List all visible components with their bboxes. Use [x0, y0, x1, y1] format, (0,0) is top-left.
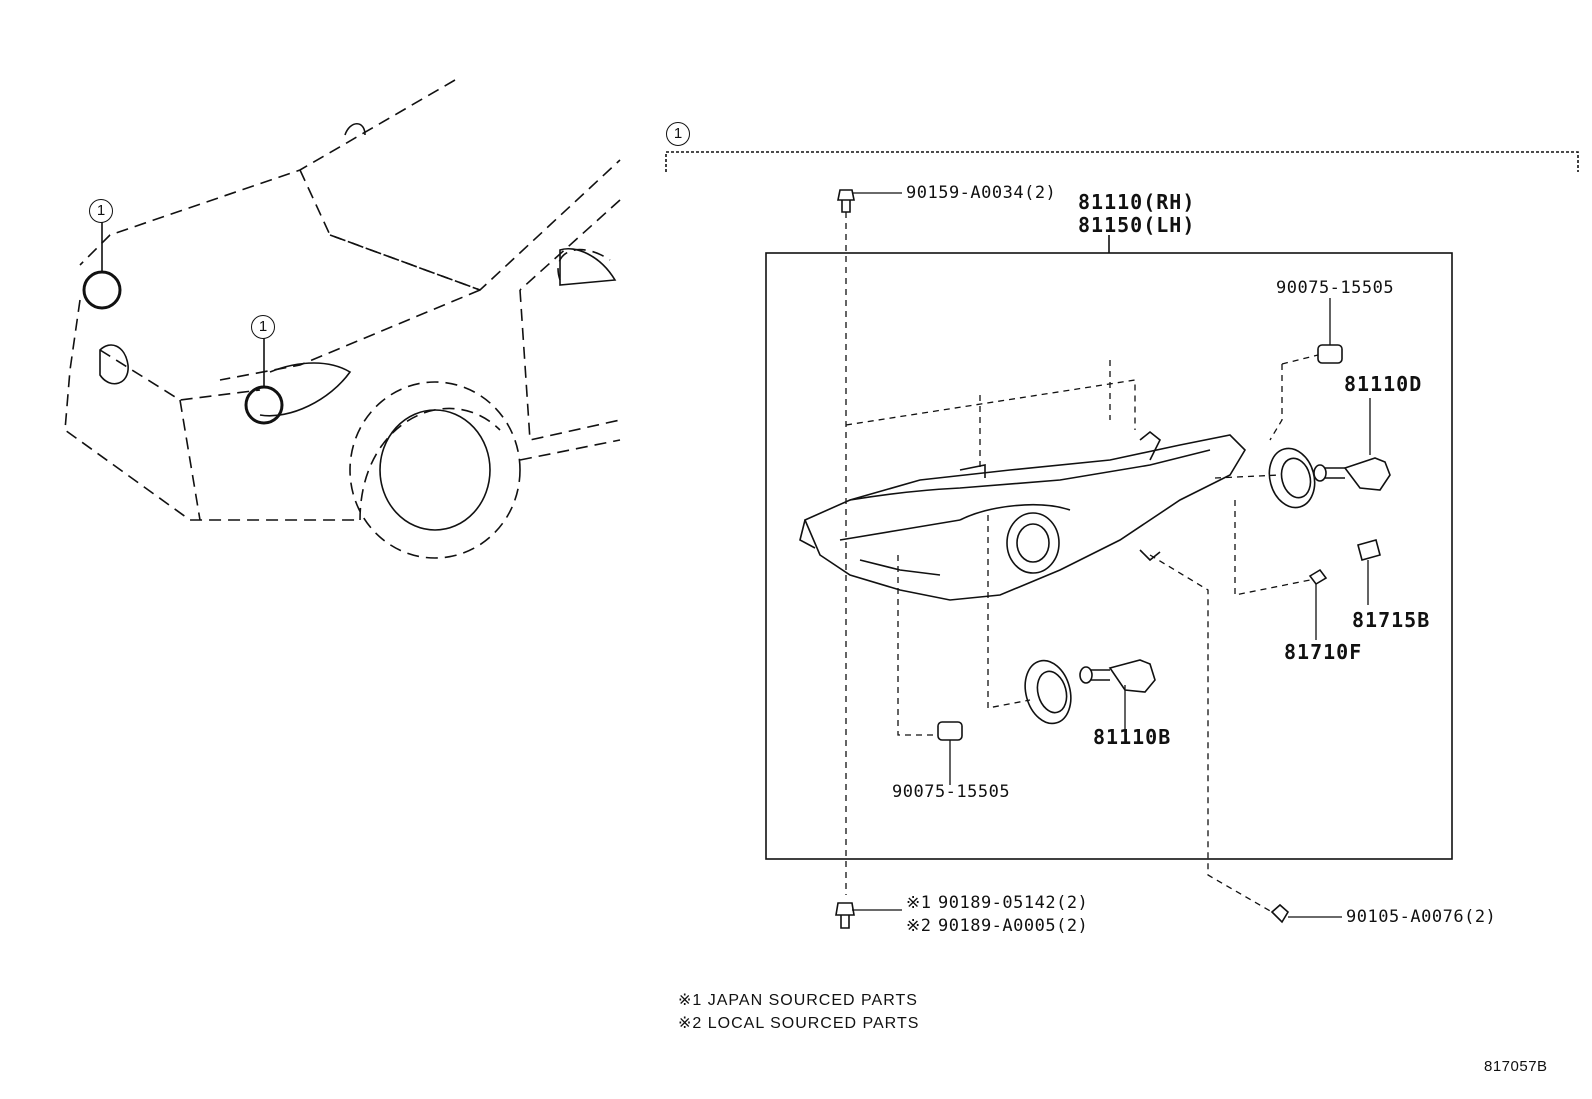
label-screw-bottom-2: 90189-A0005(2)	[938, 916, 1089, 936]
label-screw-bottom-1: 90189-05142(2)	[938, 893, 1089, 913]
note-japan-sourced: ※1 JAPAN SOURCED PARTS	[678, 992, 918, 1009]
label-screw-bottom-1-mark: ※1	[906, 893, 932, 913]
label-socket-lower-left: 90075-15505	[892, 782, 1011, 802]
callout-1-group: 1	[666, 122, 690, 146]
label-bulb-high: 81110D	[1344, 372, 1423, 396]
label-bolt-bottom-right: 90105-A0076(2)	[1346, 907, 1497, 927]
diagram-code: 817057B	[1484, 1058, 1548, 1075]
label-bulb-low: 81110B	[1093, 725, 1172, 749]
socket-small-lower	[937, 721, 963, 741]
socket-side-shape	[1357, 539, 1381, 561]
headlamp-marker-left	[82, 270, 122, 310]
label-bolt-top: 90159-A0034(2)	[906, 183, 1057, 203]
label-headlamp-lh: 81150(LH)	[1078, 213, 1196, 237]
headlamp-body	[799, 430, 1247, 601]
headlamp-marker-right	[244, 385, 284, 425]
bolt-top-shape	[837, 189, 855, 213]
bulb-high-shape	[1313, 457, 1391, 491]
note-local-sourced: ※2 LOCAL SOURCED PARTS	[678, 1015, 920, 1032]
leader-lines	[852, 192, 1371, 918]
socket-ring-upper	[1268, 447, 1316, 509]
socket-small-upper	[1317, 344, 1343, 364]
bulb-low-shape	[1079, 659, 1156, 693]
label-socket-upper-right: 90075-15505	[1276, 278, 1395, 298]
callout-1-car-left: 1	[89, 199, 113, 223]
assembly-box	[765, 252, 1453, 860]
callout-1-car-right: 1	[251, 315, 275, 339]
bulb-side-shape	[1308, 568, 1328, 586]
assembly-lines	[845, 212, 1319, 913]
bolt-right-shape	[1270, 903, 1290, 924]
socket-ring-lower	[1024, 659, 1072, 725]
label-headlamp-rh: 81110(RH)	[1078, 190, 1196, 214]
screw-bottom-shape	[835, 902, 855, 929]
label-socket-side: 81715B	[1352, 608, 1431, 632]
label-bulb-side: 81710F	[1284, 640, 1363, 664]
vehicle-solid-details	[99, 122, 617, 531]
vehicle-front-sketch	[64, 79, 621, 559]
group-bracket	[665, 151, 1579, 172]
label-screw-bottom-2-mark: ※2	[906, 916, 932, 936]
